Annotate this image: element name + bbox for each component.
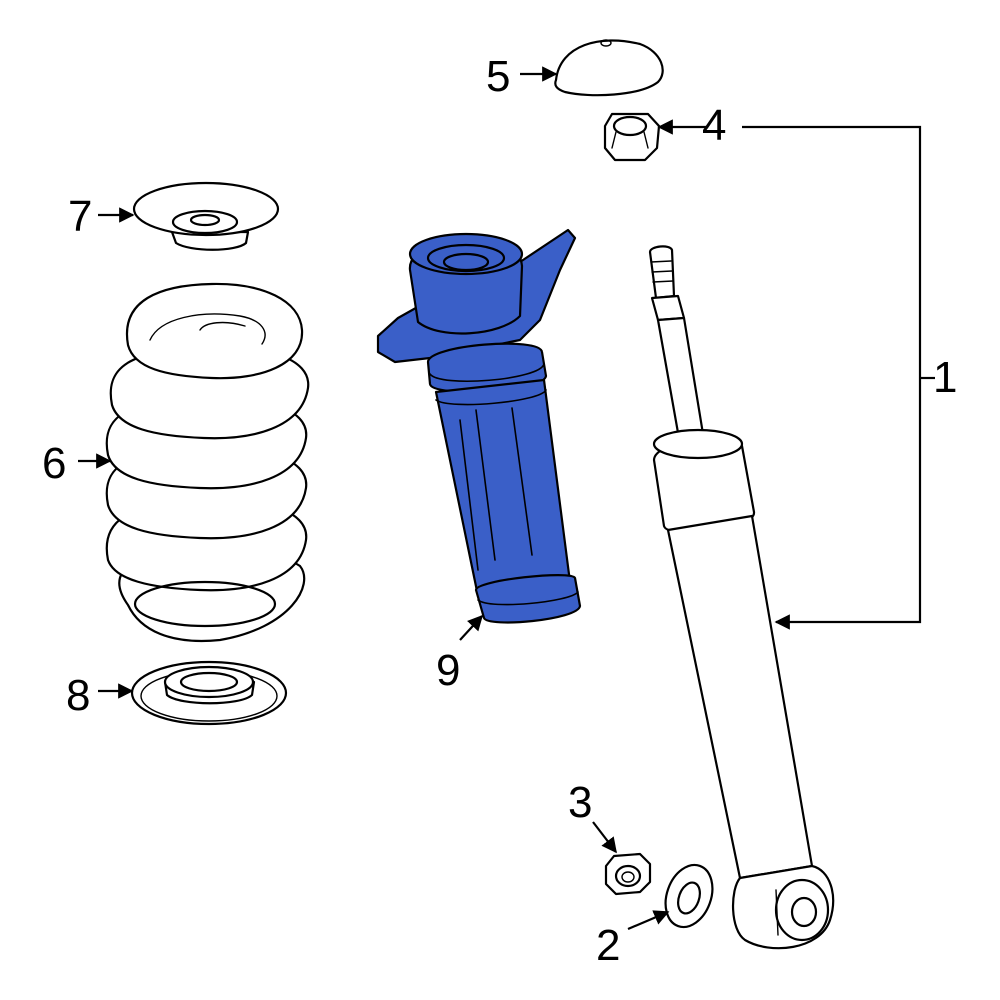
part-5-dust-cap[interactable] <box>554 39 664 97</box>
callout-9: 9 <box>436 646 460 695</box>
callout-1: 1 <box>933 353 957 402</box>
callout-7: 7 <box>68 192 92 241</box>
callout-8: 8 <box>66 671 90 720</box>
part-1-shock-absorber[interactable] <box>648 245 835 950</box>
callout-2: 2 <box>596 921 620 970</box>
part-7-upper-spring-seat[interactable] <box>132 181 280 251</box>
part-4-nut[interactable] <box>603 112 661 162</box>
part-3-flange-nut[interactable] <box>604 852 652 896</box>
part-9-jounce-bumper-boot[interactable] <box>376 228 582 624</box>
callout-6: 6 <box>42 439 66 488</box>
leader-lines <box>78 66 935 931</box>
callout-5: 5 <box>486 52 510 101</box>
part-8-lower-isolator[interactable] <box>130 660 288 726</box>
part-2-washer[interactable] <box>657 858 720 933</box>
part-6-coil-spring[interactable] <box>105 282 310 642</box>
callout-3: 3 <box>568 778 592 827</box>
callout-4: 4 <box>702 101 726 150</box>
